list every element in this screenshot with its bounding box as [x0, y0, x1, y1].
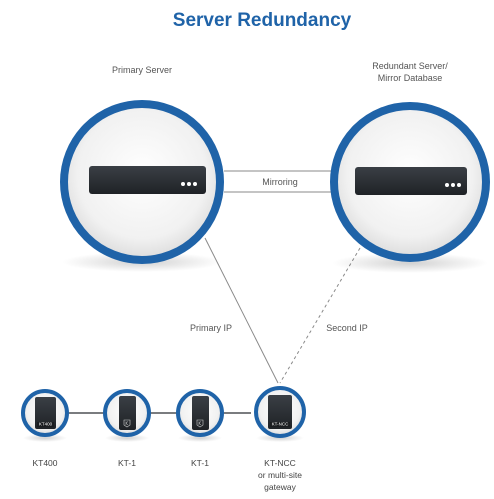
kt-ncc-badge: KT-NCC: [272, 422, 290, 427]
kt-ncc-controller-icon: KT-NCC: [268, 395, 292, 429]
kt1-controller-icon: [192, 396, 209, 430]
device-kt1-a: KT-1: [103, 389, 151, 468]
device-kt1-b: KT-1: [176, 389, 224, 468]
second-ip-label: Second IP: [326, 323, 368, 333]
primary-server-label: Primary Server: [112, 65, 172, 75]
kt1-a-label: KT-1: [118, 458, 136, 468]
kt-ncc-label-line3: gateway: [264, 482, 296, 492]
device-kt400: KT400 KT400: [21, 389, 69, 468]
kt400-label: KT400: [32, 458, 57, 468]
kt-ncc-label-line2: or multi-site: [258, 470, 302, 480]
diagram-title: Server Redundancy: [173, 10, 352, 31]
primary-server-node: [60, 100, 224, 272]
mirroring-label: Mirroring: [262, 177, 298, 187]
server-unit-icon: [89, 166, 206, 194]
kt1-b-label: KT-1: [191, 458, 209, 468]
second-ip-link: [279, 247, 361, 384]
kt400-controller-icon: KT400: [35, 397, 56, 429]
redundant-server-label-line1: Redundant Server/: [372, 61, 448, 71]
primary-ip-label: Primary IP: [190, 323, 232, 333]
redundant-server-node: [330, 102, 490, 273]
kt1-controller-icon: [119, 396, 136, 430]
device-kt-ncc: KT-NCC KT-NCC or multi-site gateway: [254, 386, 306, 492]
kt-ncc-label-line1: KT-NCC: [264, 458, 296, 468]
kt400-badge: KT400: [39, 422, 53, 427]
redundant-server-label-line2: Mirror Database: [378, 73, 443, 83]
server-unit-icon: [355, 167, 467, 195]
